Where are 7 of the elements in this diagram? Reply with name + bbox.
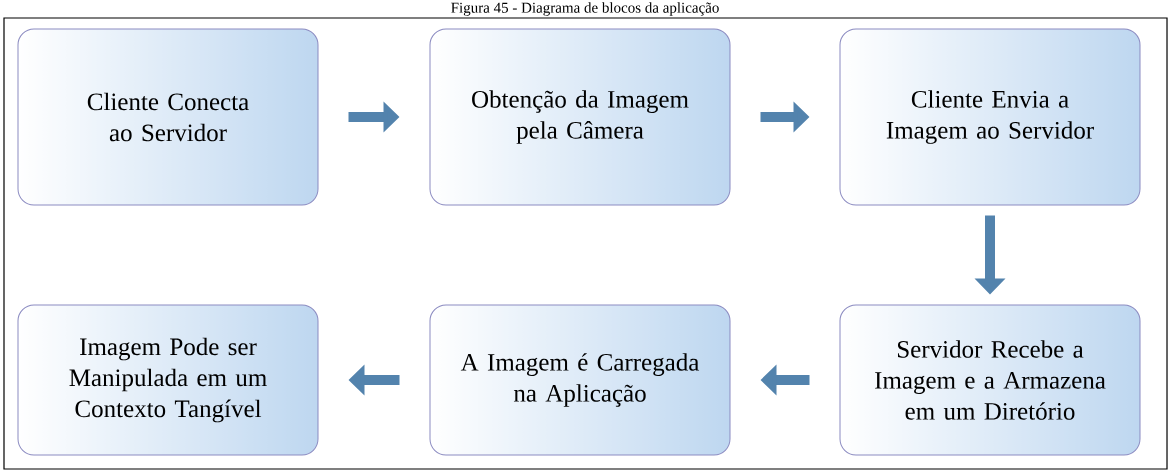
process-box: Servidor Recebe a Imagem e a Armazena em um Diretório [839,304,1141,456]
process-box: Obtenção da Imagem pela Câmera [429,28,731,206]
process-box: Cliente Conecta ao Servidor [17,28,319,206]
process-box: Cliente Envia a Imagem ao Servidor [839,28,1141,206]
process-box: A Imagem é Carregada na Aplicação [429,304,731,456]
figure-title: Figura 45 - Diagrama de blocos da aplicação [451,2,719,16]
process-box: Imagem Pode ser Manipulada em um Contexto Tangível [17,304,319,456]
